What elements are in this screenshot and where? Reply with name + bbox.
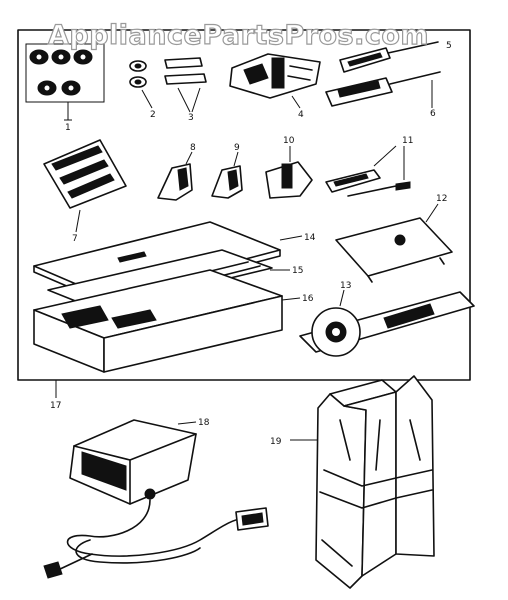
part-buttonhole-attachment (229, 53, 321, 109)
callout-12: 12 (436, 194, 447, 204)
part-seam-ripper (325, 145, 411, 197)
kit-frame (17, 29, 471, 381)
part-presser-foot-b (211, 151, 243, 199)
watermark-text: AppliancePartsPros.com (47, 19, 430, 51)
part-plate-cover (335, 203, 453, 283)
callout-8: 8 (190, 143, 196, 153)
callout-9: 9 (234, 143, 240, 153)
callout-10: 10 (283, 136, 295, 146)
callout-7: 7 (72, 234, 78, 244)
callout-18: 18 (198, 418, 210, 428)
part-spool-pins (164, 57, 207, 113)
callout-16: 16 (302, 294, 314, 304)
part-storage-box (33, 221, 303, 373)
part-carrying-case (290, 375, 435, 589)
callout-17: 17 (50, 401, 61, 411)
part-stitch-chart (43, 139, 127, 233)
part-screwdriver-large (325, 71, 441, 108)
callout-11: 11 (402, 136, 413, 146)
part-seam-guide (299, 289, 475, 357)
callout-2: 2 (150, 110, 156, 120)
callout-14: 14 (304, 233, 316, 243)
callout-3: 3 (188, 113, 194, 123)
callout-19: 19 (270, 437, 282, 447)
callout-13: 13 (340, 281, 351, 291)
callout-1: 1 (65, 123, 71, 133)
callout-5: 5 (446, 41, 452, 51)
callout-4: 4 (298, 110, 304, 120)
part-foot-control (43, 419, 269, 579)
part-screwdriver-small (339, 41, 439, 73)
part-presser-foot-a (157, 151, 193, 201)
callout-15: 15 (292, 266, 303, 276)
callout-6: 6 (430, 109, 436, 119)
part-bobbins (25, 43, 105, 121)
part-spool-caps (129, 60, 153, 109)
part-zipper-foot (265, 146, 313, 199)
